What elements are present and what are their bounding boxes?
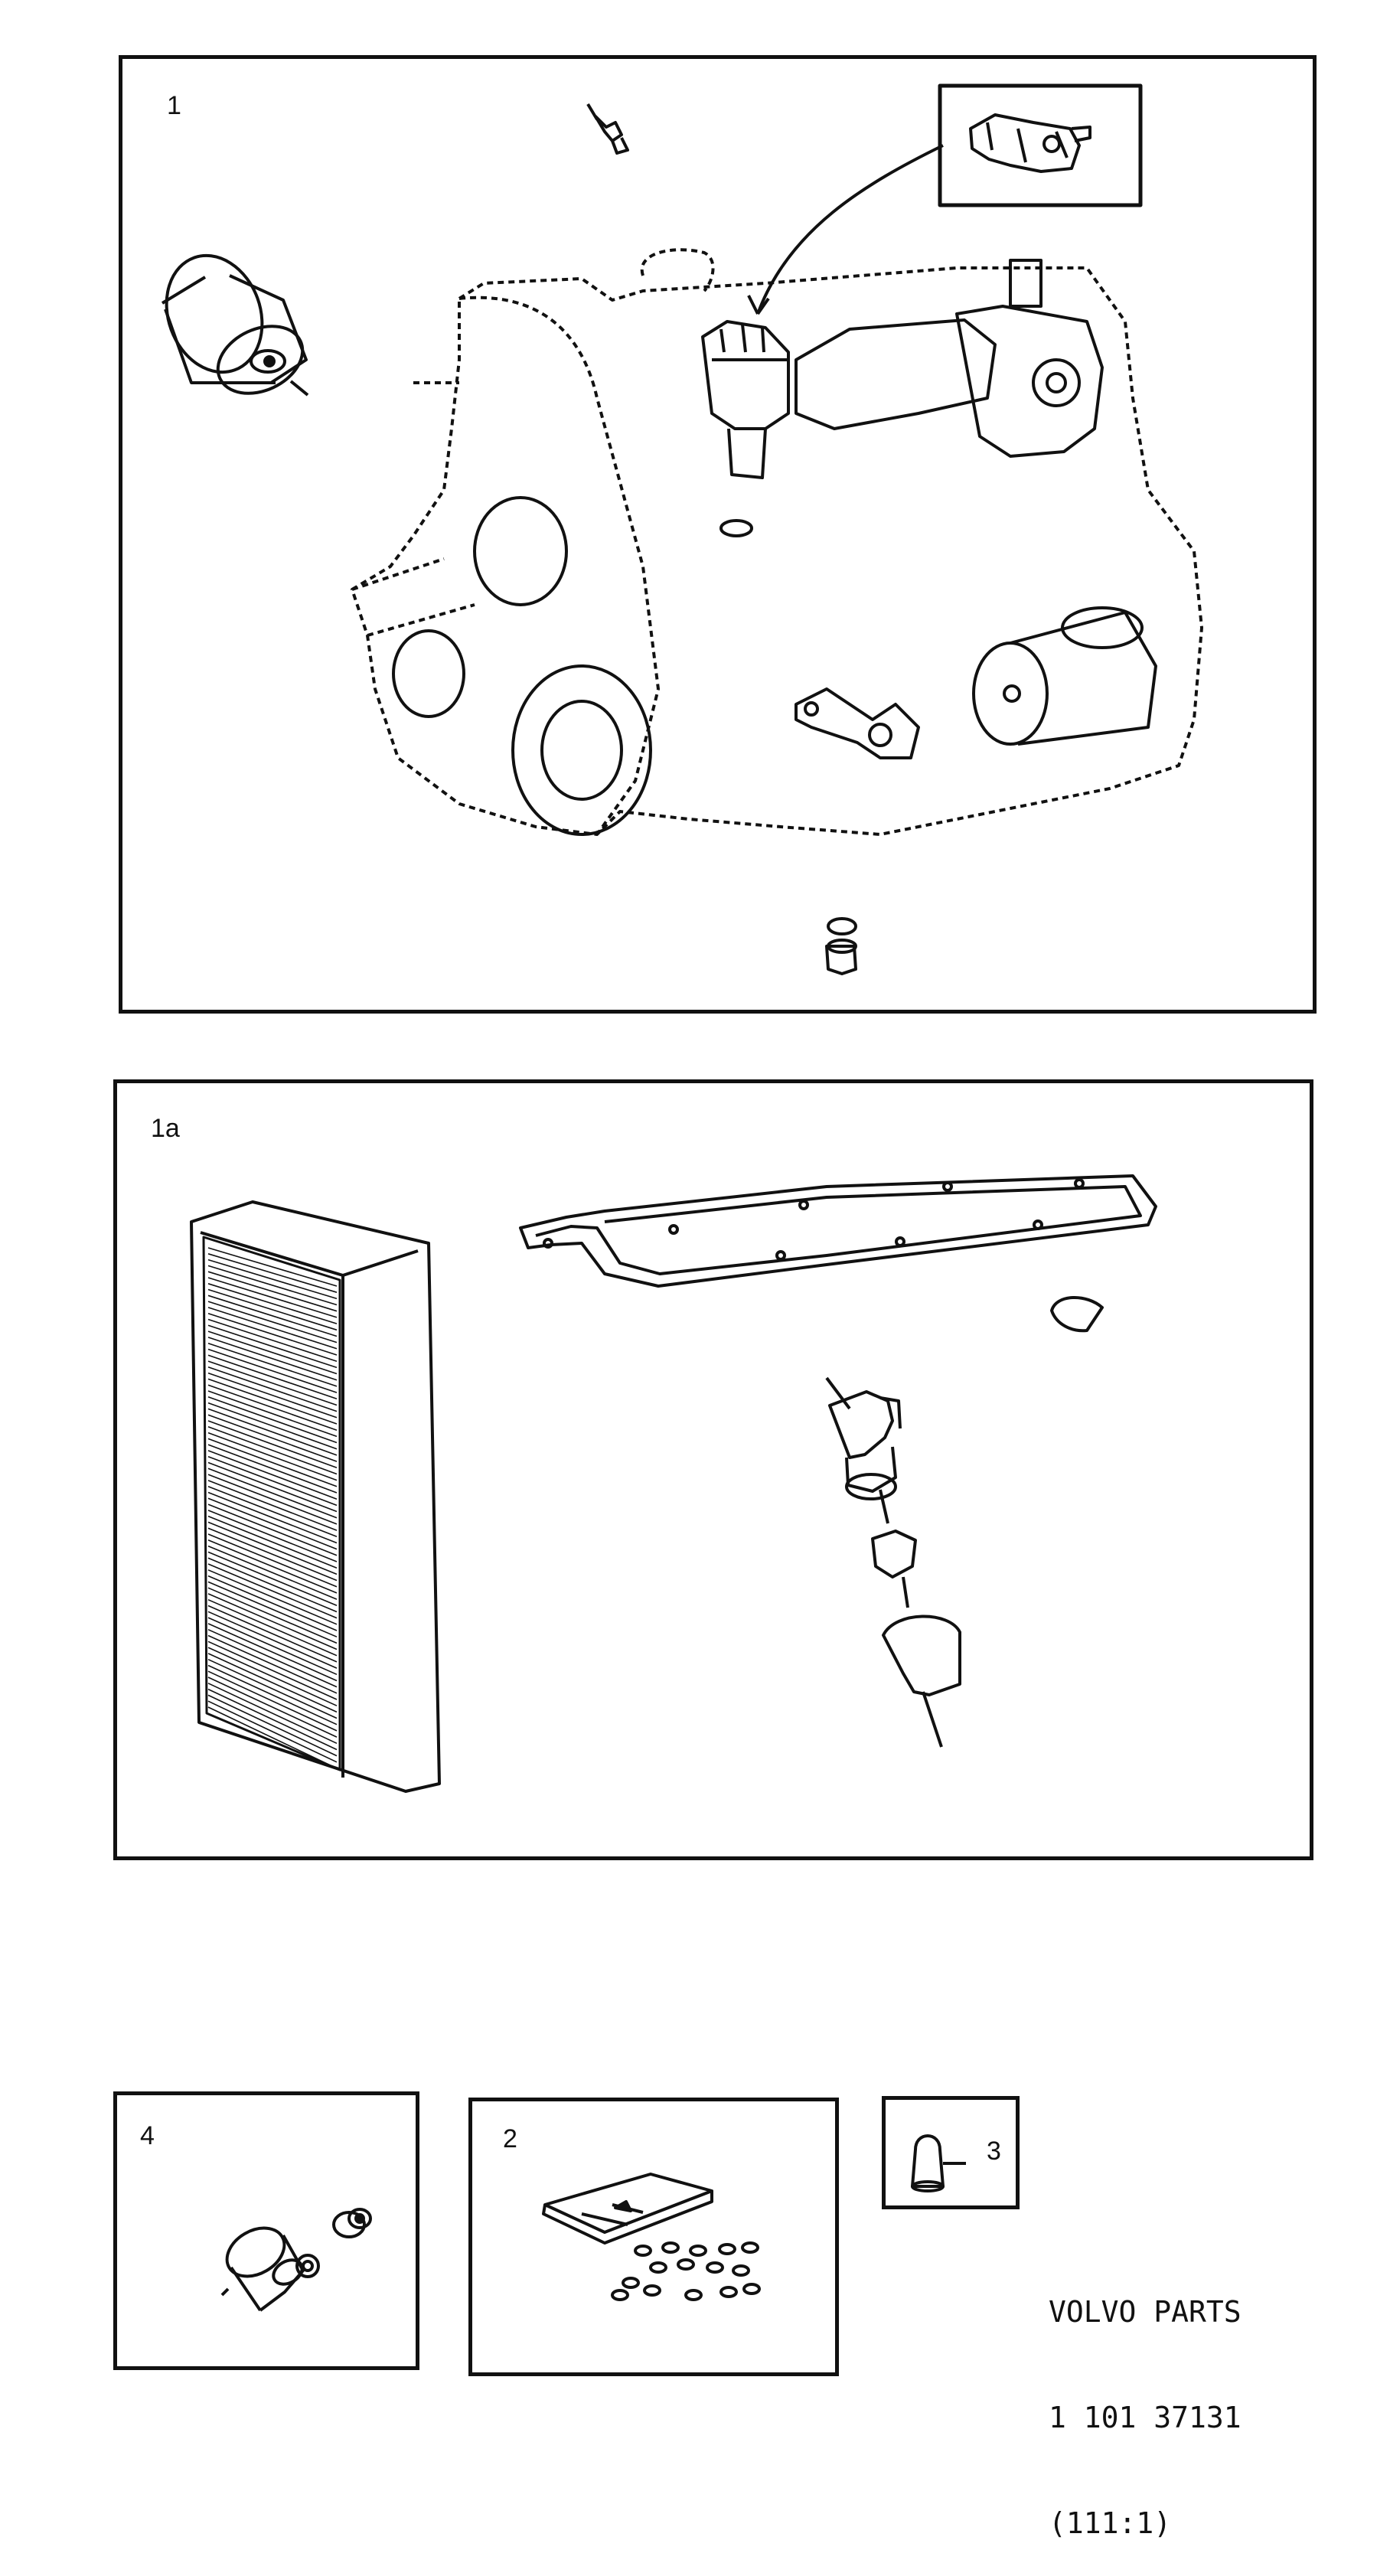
spark-plug-kit-icon (542, 2173, 761, 2301)
panel-label-1: 1 (167, 91, 181, 120)
engine-assembly-icon (351, 248, 1203, 836)
callout-3: 3 (987, 2137, 1001, 2166)
pulley-icon (392, 496, 652, 836)
panel-label-4: 4 (140, 2121, 155, 2150)
footer-brand: VOLVO PARTS (1049, 2295, 1242, 2329)
starter-motor-icon (972, 606, 1157, 746)
half-moon-seal-icon (1050, 1296, 1104, 1333)
air-filter-pleats (207, 1247, 338, 1769)
thermostat-housing-icon (825, 1376, 961, 1748)
footer-caption: VOLVO PARTS 1 101 37131 (111:1) (1049, 2224, 1242, 2576)
ignition-parts-icon (220, 2208, 372, 2312)
footer-part-number: 1 101 37131 (1049, 2401, 1242, 2434)
bracket-icon (795, 687, 920, 759)
engine-panel: 1 (119, 55, 1317, 1014)
valve-cover-gasket-icon (519, 1174, 1157, 1288)
small-panels-drawing (220, 2134, 966, 2312)
service-parts-drawing (190, 1174, 1157, 1793)
panel-label-2: 2 (503, 2124, 517, 2153)
boot-panel: 3 (882, 2096, 1020, 2209)
distributor-icon (701, 320, 790, 537)
air-filter-icon (190, 1200, 441, 1793)
boot-icon (911, 2134, 966, 2192)
spark-plug-icon (586, 103, 629, 155)
engine-drawing (161, 83, 1203, 975)
carburettor-icon (795, 259, 1104, 458)
footer-reference: (111:1) (1049, 2506, 1172, 2540)
spark-plug-kit-panel: 2 (468, 2098, 839, 2376)
drain-plug-icon (825, 917, 857, 975)
ignition-kit-panel: 4 (113, 2091, 419, 2370)
distributor-cap-detail-icon (969, 113, 1091, 173)
oil-filter-icon (161, 253, 309, 397)
panel-label-1a: 1a (151, 1114, 180, 1143)
